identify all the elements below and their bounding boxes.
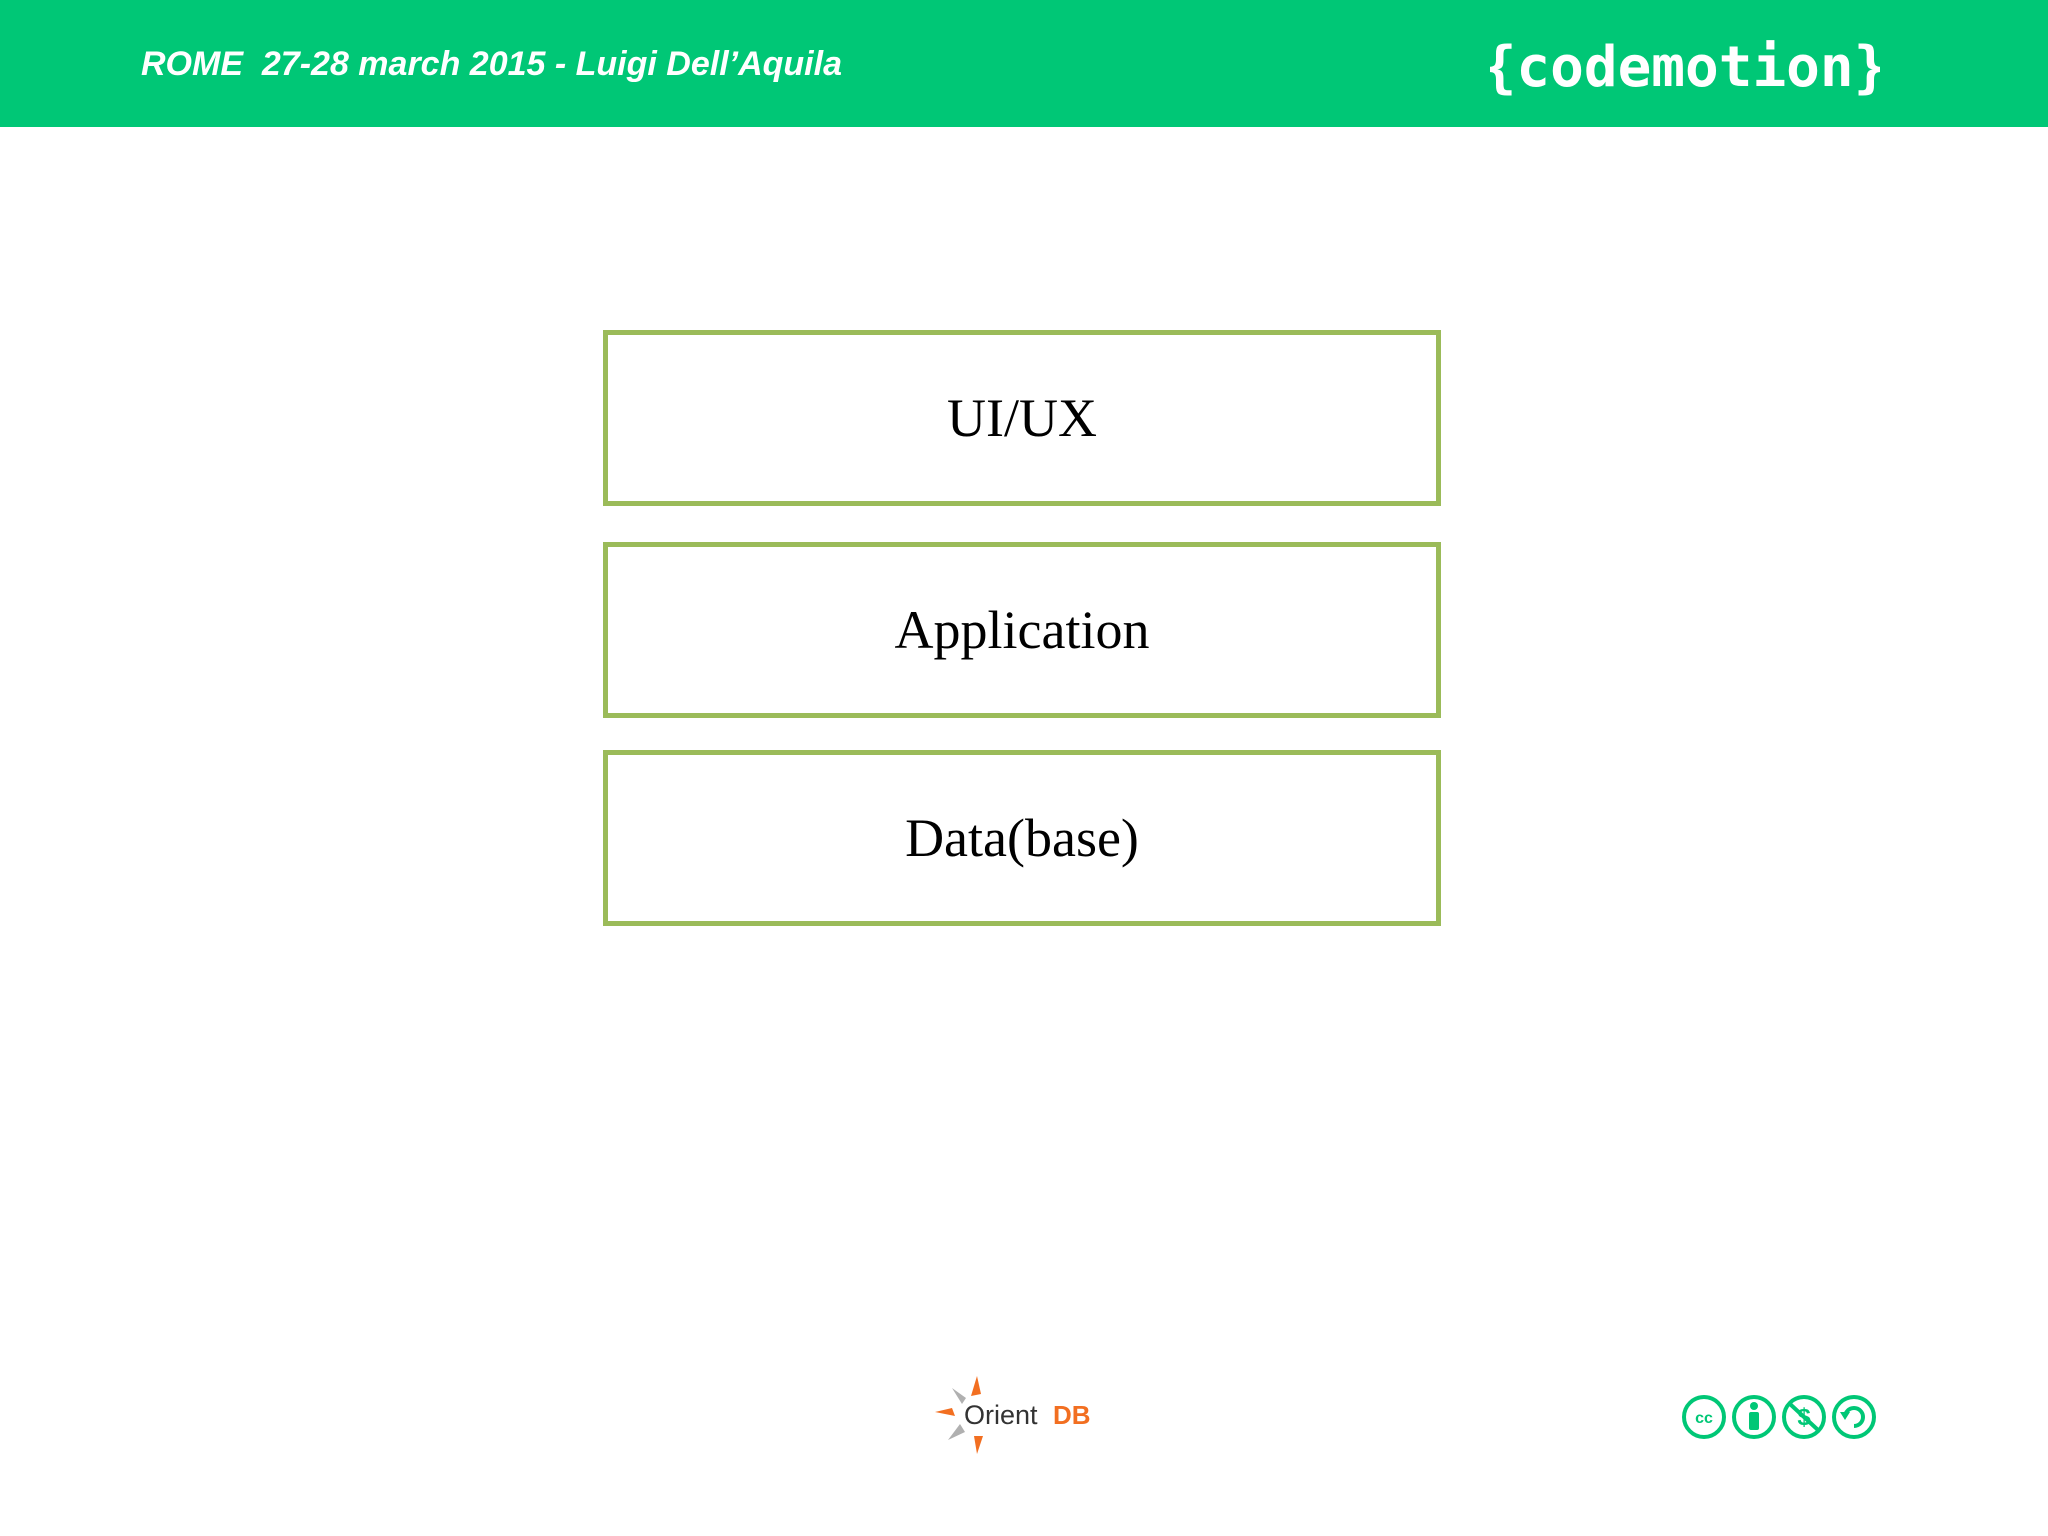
creative-commons-badges: cc $ [1682, 1395, 1876, 1439]
slide-header: ROME 27-28 march 2015 - Luigi Dell’Aquil… [0, 0, 2048, 127]
svg-text:cc: cc [1695, 1410, 1713, 1427]
orientdb-star-icon [935, 1376, 983, 1454]
sharealike-icon [1832, 1395, 1876, 1439]
codemotion-logo: {codemotion} [1490, 36, 1880, 100]
event-title: ROME 27-28 march 2015 - Luigi Dell’Aquil… [141, 45, 842, 83]
cc-icon: cc [1682, 1395, 1726, 1439]
svg-text:{codemotion}: {codemotion} [1490, 36, 1880, 100]
layer-label: Application [894, 600, 1150, 660]
by-attribution-icon [1732, 1395, 1776, 1439]
layer-label: Data(base) [905, 808, 1139, 868]
orientdb-word-db: DB [1053, 1400, 1091, 1430]
orientdb-word-orient: Orient [964, 1400, 1038, 1430]
layer-database: Data(base) [603, 750, 1441, 926]
noncommercial-icon: $ [1782, 1395, 1826, 1439]
layer-label: UI/UX [947, 388, 1097, 448]
orientdb-logo: Orient DB [935, 1376, 1091, 1454]
layer-application: Application [603, 542, 1441, 718]
layer-ui-ux: UI/UX [603, 330, 1441, 506]
